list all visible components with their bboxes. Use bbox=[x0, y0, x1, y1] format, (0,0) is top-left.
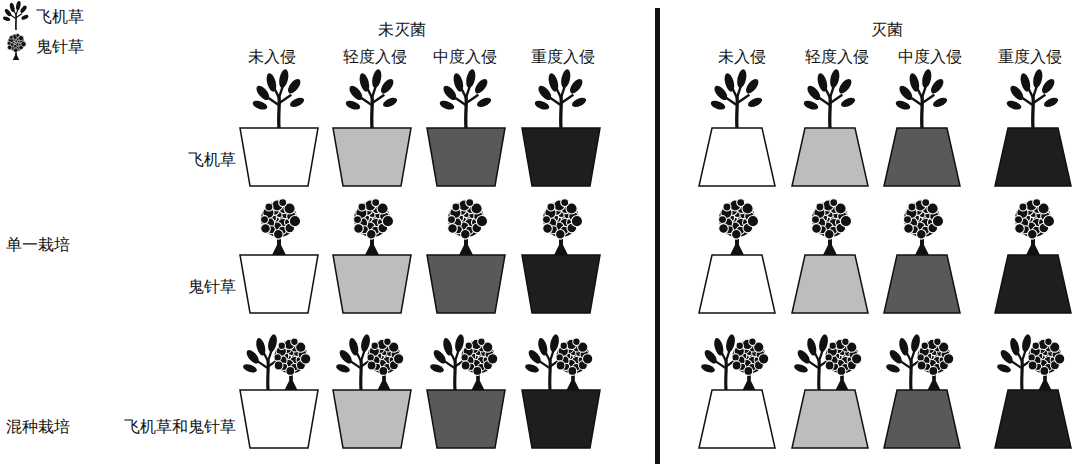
legend-text: 鬼针草 bbox=[36, 37, 84, 56]
feiji-plant bbox=[439, 68, 493, 128]
column-header: 未入侵 bbox=[248, 47, 296, 66]
row-label: 飞机草和鬼针草 bbox=[124, 417, 236, 436]
guizhen-plant bbox=[461, 338, 498, 390]
plant-pot bbox=[884, 128, 960, 186]
plant-pot bbox=[522, 128, 600, 186]
plant-pot bbox=[333, 128, 411, 186]
row-group-label: 单一栽培 bbox=[6, 235, 70, 254]
guizhen-plant bbox=[353, 199, 393, 255]
legend-text: 飞机草 bbox=[36, 7, 84, 26]
guizhen-plant bbox=[811, 199, 851, 255]
guizhen-plant bbox=[556, 338, 593, 390]
guizhen-plant bbox=[718, 199, 758, 255]
plant-pot bbox=[792, 390, 868, 448]
plant-pot bbox=[522, 255, 600, 313]
plant-pot bbox=[699, 128, 775, 186]
row-label: 飞机草 bbox=[188, 150, 236, 169]
feiji-plant bbox=[803, 68, 857, 128]
group-header: 灭菌 bbox=[871, 20, 903, 39]
guizhen-plant bbox=[732, 338, 769, 390]
row-group-label: 混种栽培 bbox=[6, 417, 70, 436]
feiji-plant bbox=[252, 68, 306, 128]
feiji-plant bbox=[1006, 68, 1060, 128]
column-header: 中度入侵 bbox=[898, 47, 962, 66]
feiji-plant bbox=[2, 1, 29, 30]
column-header: 未入侵 bbox=[718, 47, 766, 66]
guizhen-plant bbox=[1028, 338, 1065, 390]
divider-line bbox=[655, 8, 660, 464]
guizhen-plant bbox=[7, 33, 26, 60]
plant-pot bbox=[240, 255, 318, 313]
guizhen-plant bbox=[917, 338, 954, 390]
plant-pot bbox=[995, 390, 1071, 448]
plant-pot bbox=[995, 255, 1071, 313]
feiji-plant bbox=[895, 68, 949, 128]
plant-pot bbox=[522, 390, 600, 448]
guizhen-plant bbox=[903, 199, 943, 255]
column-header: 轻度入侵 bbox=[805, 47, 869, 66]
plant-pot bbox=[884, 390, 960, 448]
guizhen-plant bbox=[367, 338, 404, 390]
plant-pot bbox=[699, 255, 775, 313]
guizhen-plant bbox=[260, 199, 300, 255]
feiji-plant bbox=[710, 68, 764, 128]
plant-pot bbox=[884, 255, 960, 313]
feiji-plant bbox=[534, 68, 588, 128]
group-header: 未灭菌 bbox=[378, 20, 426, 39]
plant-pot bbox=[792, 128, 868, 186]
column-header: 重度入侵 bbox=[998, 47, 1062, 66]
plant-pot bbox=[427, 128, 505, 186]
guizhen-plant bbox=[447, 199, 487, 255]
plant-pot bbox=[427, 255, 505, 313]
plant-pot bbox=[427, 390, 505, 448]
plant-pot bbox=[240, 390, 318, 448]
column-header: 重度入侵 bbox=[531, 47, 595, 66]
guizhen-plant bbox=[825, 338, 862, 390]
guizhen-plant bbox=[1014, 199, 1054, 255]
plant-pot bbox=[333, 255, 411, 313]
plant-pot bbox=[792, 255, 868, 313]
plant-pot bbox=[995, 128, 1071, 186]
plant-pot bbox=[333, 390, 411, 448]
plant-pot bbox=[240, 128, 318, 186]
guizhen-plant bbox=[274, 338, 311, 390]
column-header: 轻度入侵 bbox=[343, 47, 407, 66]
row-label: 鬼针草 bbox=[188, 277, 236, 296]
guizhen-plant bbox=[542, 199, 582, 255]
plant-pot bbox=[699, 390, 775, 448]
feiji-plant bbox=[345, 68, 399, 128]
column-header: 中度入侵 bbox=[433, 47, 497, 66]
